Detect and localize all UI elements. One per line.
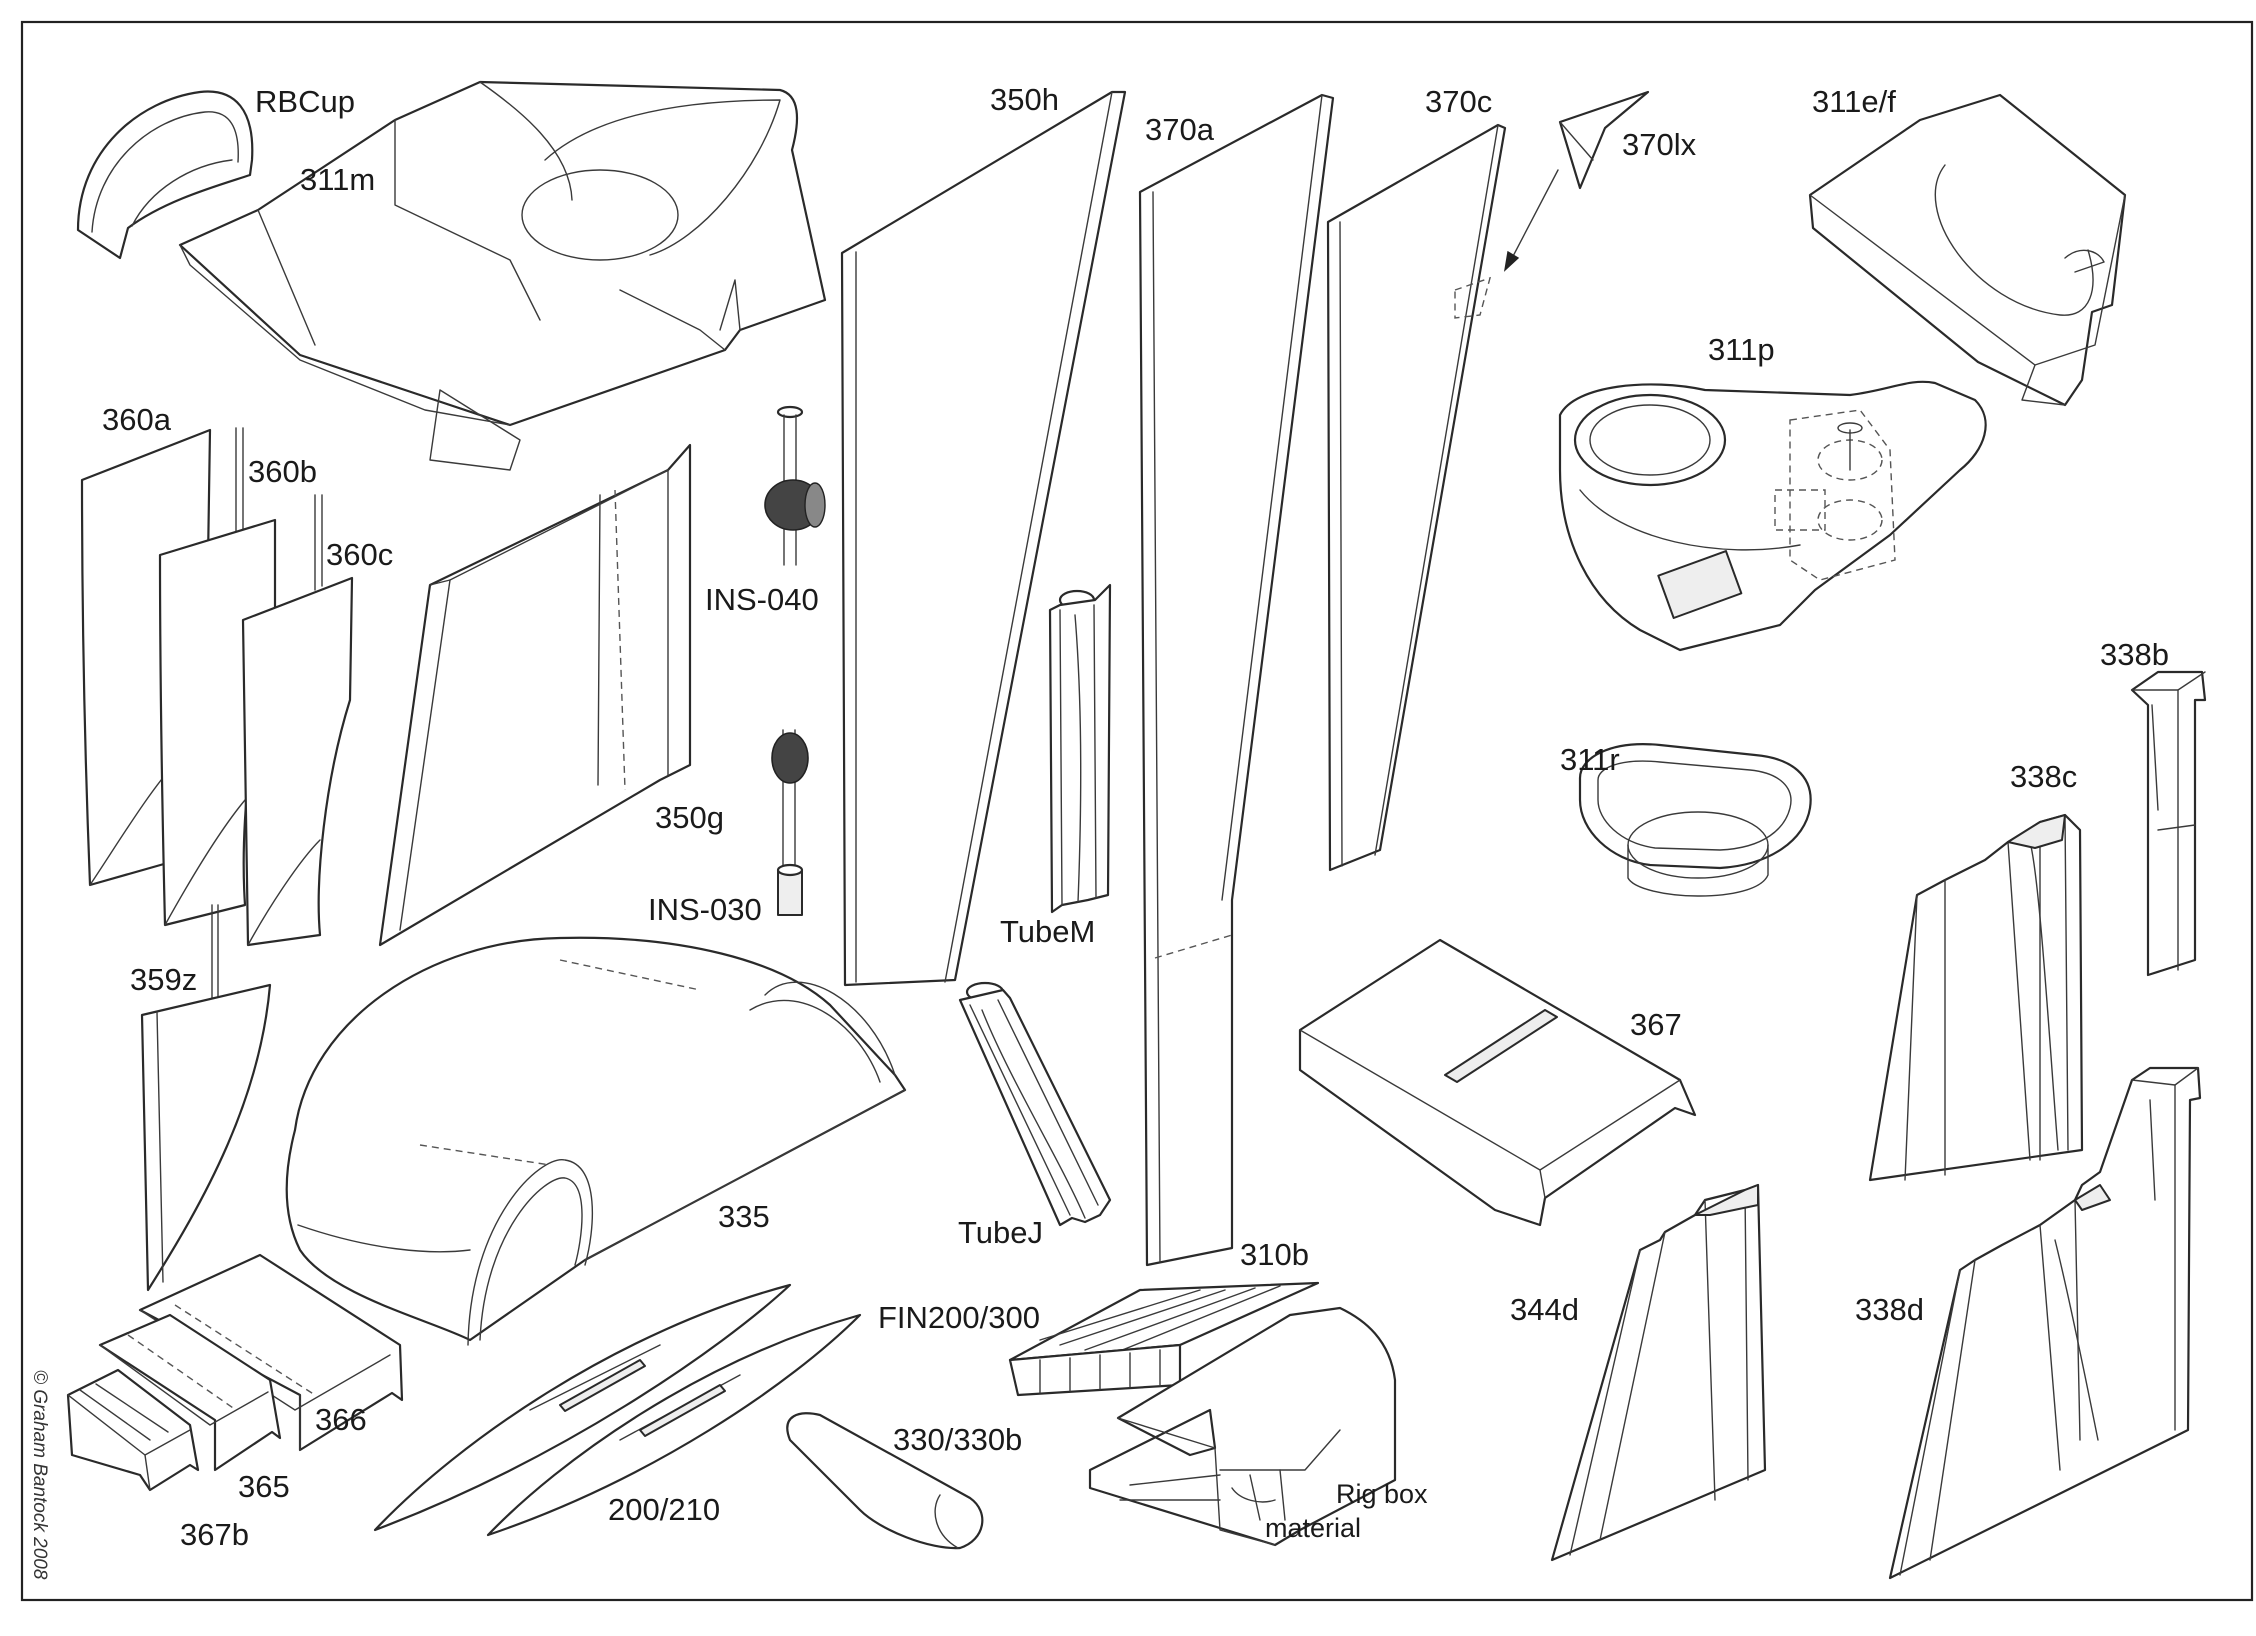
label-rig-box-line1: Rig box [1336,1479,1428,1509]
label-ins-030: INS-030 [648,892,762,927]
label-344d: 344d [1510,1292,1579,1327]
label-311r: 311r [1560,742,1620,777]
label-350h: 350h [990,82,1059,117]
label-367: 367 [1630,1007,1682,1042]
part-311r [1578,743,1812,897]
label-360c: 360c [326,537,393,572]
label-330-330b: 330/330b [893,1422,1022,1457]
label-rig-box-line2: material [1265,1513,1361,1543]
label-338b: 338b [2100,637,2169,672]
label-338d: 338d [1855,1292,1924,1327]
label-ins-040: INS-040 [705,582,819,617]
part-338d [1888,1066,2202,1580]
part-311m [178,80,827,471]
part-367b [66,1368,200,1492]
label-338c: 338c [2010,759,2077,794]
part-359z [140,904,272,1292]
label-rbcup: RBCup [255,84,355,119]
part-338b [2130,670,2207,977]
label-370a: 370a [1145,112,1215,147]
part-344d [1550,1183,1767,1562]
label-350g: 350g [655,800,724,835]
label-359z: 359z [130,962,197,997]
part-370a [1138,93,1335,1267]
label-360a: 360a [102,402,172,437]
label-tubej: TubeJ [958,1215,1043,1250]
part-365 [98,1313,282,1472]
label-370lx: 370lx [1622,127,1697,162]
label-335: 335 [718,1199,770,1234]
part-338c [1868,813,2084,1182]
label-200-210: 200/210 [608,1492,720,1527]
label-365: 365 [238,1469,290,1504]
label-311p: 311p [1708,332,1775,367]
sheet-border [20,20,2254,1602]
part-350g [378,443,692,947]
part-ins-030 [771,729,809,916]
part-tubem [1048,583,1112,914]
label-311ef: 311e/f [1812,84,1896,119]
copyright-text: © Graham Bantock 2008 [29,1370,50,1580]
part-330-330b [786,1412,984,1550]
label-tubem: TubeM [1000,914,1095,949]
part-200-210 [373,1283,862,1537]
label-366: 366 [315,1402,367,1437]
label-370c: 370c [1425,84,1492,119]
part-370lx [1503,90,1650,272]
part-350h [840,90,1127,987]
part-310b [1008,1281,1320,1397]
label-367b: 367b [180,1517,249,1552]
label-360b: 360b [248,454,317,489]
part-367 [1298,938,1697,1227]
label-310b: 310b [1240,1237,1309,1272]
part-rbcup [76,90,254,260]
part-tubej [958,981,1112,1227]
label-311m: 311m [300,162,375,197]
part-ins-040 [764,405,826,566]
part-rig-box [1088,1306,1397,1547]
part-360c [241,494,354,947]
part-370c [1326,123,1507,872]
part-335 [285,936,907,1346]
part-311ef [1808,93,2127,407]
part-311p [1558,380,1987,652]
label-fin200-300: FIN200/300 [878,1300,1040,1335]
